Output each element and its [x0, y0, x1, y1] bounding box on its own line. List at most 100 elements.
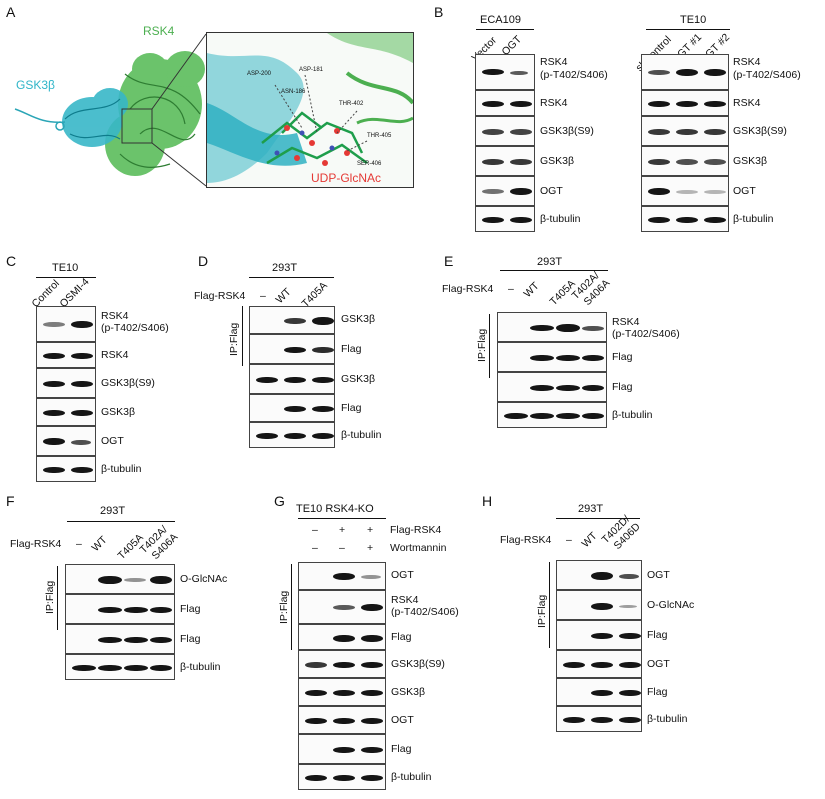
d-row-3: GSK3β	[341, 373, 376, 385]
c-cell: TE10	[52, 262, 79, 274]
d-row-5: β-tubulin	[341, 429, 382, 441]
ligand-label: UDP-GlcNAc	[311, 171, 382, 185]
f-lane-1: –	[76, 538, 82, 550]
f-row-2: Flag	[180, 603, 201, 615]
g-ip-label: IP:Flag	[278, 590, 290, 624]
zoom-panel: ASP-200 ASP-181 ASN-186 THR-402 THR-405 …	[206, 32, 414, 188]
f-row-1: O-GlcNAc	[180, 573, 228, 585]
g-row-8: β-tubulin	[391, 771, 432, 783]
gsk3b-label: GSK3β	[16, 78, 55, 92]
b-right-row-1a: RSK4	[733, 56, 761, 68]
d-row-4: Flag	[341, 402, 362, 414]
panel-label-d: D	[198, 253, 209, 269]
c-row-5: OGT	[101, 435, 124, 447]
g-cell: TE10 RSK4-KO	[296, 503, 374, 515]
residue-thr402: THR-402	[339, 101, 364, 107]
b-left-row-1a: RSK4	[540, 56, 568, 68]
d-lane-1: –	[260, 290, 266, 302]
e-lane-1: –	[508, 283, 514, 295]
g-row-1: OGT	[391, 569, 414, 581]
g-row-2a: RSK4	[391, 594, 419, 606]
b-left-row-6: β-tubulin	[540, 213, 581, 225]
g-cond-2: Wortmannin	[390, 542, 447, 554]
c-row-2: RSK4	[101, 349, 129, 361]
h-lane-2: WT	[579, 529, 600, 550]
g-row-7: Flag	[391, 743, 412, 755]
c-row-3: GSK3β(S9)	[101, 377, 155, 389]
d-condition: Flag-RSK4	[194, 290, 246, 302]
b-right-row-4: GSK3β	[733, 155, 768, 167]
e-ip-label: IP:Flag	[476, 328, 488, 362]
e-condition: Flag-RSK4	[442, 283, 494, 295]
h-row-1: OGT	[647, 569, 670, 581]
b-left-cell: ECA109	[480, 14, 521, 26]
c-row-1b: (p-T402/S406)	[101, 322, 169, 334]
h-row-3: Flag	[647, 629, 668, 641]
f-row-3: Flag	[180, 633, 201, 645]
panel-label-f: F	[6, 493, 15, 509]
d-row-2: Flag	[341, 343, 362, 355]
panel-label-a: A	[6, 4, 16, 20]
e-cell: 293T	[537, 256, 563, 268]
b-right-row-6: β-tubulin	[733, 213, 774, 225]
e-row-3: Flag	[612, 381, 633, 393]
b-left-row-2: RSK4	[540, 97, 568, 109]
f-lane-2: WT	[89, 533, 110, 554]
d-ip-label: IP:Flag	[228, 322, 240, 356]
e-lane-2: WT	[521, 279, 542, 300]
b-right-row-1b: (p-T402/S406)	[733, 69, 801, 81]
h-row-6: β-tubulin	[647, 713, 688, 725]
c-row-6: β-tubulin	[101, 463, 142, 475]
h-row-4: OGT	[647, 658, 670, 670]
b-right-row-5: OGT	[733, 185, 756, 197]
e-row-1b: (p-T402/S406)	[612, 328, 680, 340]
g-sign-1-1: –	[312, 524, 318, 536]
b-left-row-3: GSK3β(S9)	[540, 125, 594, 137]
h-cell: 293T	[578, 503, 604, 515]
g-cond-1: Flag-RSK4	[390, 524, 442, 536]
panel-label-c: C	[6, 253, 17, 269]
g-row-2b: (p-T402/S406)	[391, 606, 459, 618]
c-row-4: GSK3β	[101, 406, 136, 418]
f-ip-label: IP:Flag	[44, 580, 56, 614]
residue-thr405: THR-405	[367, 133, 392, 139]
h-condition: Flag-RSK4	[500, 534, 552, 546]
e-row-4: β-tubulin	[612, 409, 653, 421]
g-row-5: GSK3β	[391, 686, 426, 698]
g-sign-2-3: +	[367, 542, 374, 554]
f-condition: Flag-RSK4	[10, 538, 62, 550]
f-cell: 293T	[100, 505, 126, 517]
b-left-row-1b: (p-T402/S406)	[540, 69, 608, 81]
panel-label-e: E	[444, 253, 454, 269]
g-row-4: GSK3β(S9)	[391, 658, 445, 670]
residue-asp200: ASP-200	[247, 71, 272, 77]
g-sign-1-3: +	[367, 524, 374, 536]
protein-structure-overview	[14, 33, 207, 187]
b-right-row-3: GSK3β(S9)	[733, 125, 787, 137]
d-cell: 293T	[272, 262, 298, 274]
h-ip-label: IP:Flag	[536, 594, 548, 628]
residue-asp181: ASP-181	[299, 67, 324, 73]
g-sign-1-2: +	[339, 524, 346, 536]
b-left-row-5: OGT	[540, 185, 563, 197]
g-sign-2-2: –	[339, 542, 345, 554]
g-row-6: OGT	[391, 714, 414, 726]
b-left-row-4: GSK3β	[540, 155, 575, 167]
c-lane-osmi4: OSMI-4	[57, 275, 92, 310]
residue-ser406: SER-406	[357, 161, 382, 167]
panel-label-g: G	[274, 493, 285, 509]
rsk4-label: RSK4	[143, 24, 175, 38]
h-lane-1: –	[566, 534, 572, 546]
f-row-4: β-tubulin	[180, 661, 221, 673]
e-row-1a: RSK4	[612, 316, 640, 328]
d-lane-2: WT	[273, 285, 294, 306]
e-row-2: Flag	[612, 351, 633, 363]
residue-asn186: ASN-186	[281, 89, 306, 95]
b-right-cell: TE10	[680, 14, 707, 26]
b-right-row-2: RSK4	[733, 97, 761, 109]
panel-label-h: H	[482, 493, 493, 509]
c-row-1a: RSK4	[101, 310, 129, 322]
g-sign-2-1: –	[312, 542, 318, 554]
h-row-2: O-GlcNAc	[647, 599, 695, 611]
g-row-3: Flag	[391, 631, 412, 643]
